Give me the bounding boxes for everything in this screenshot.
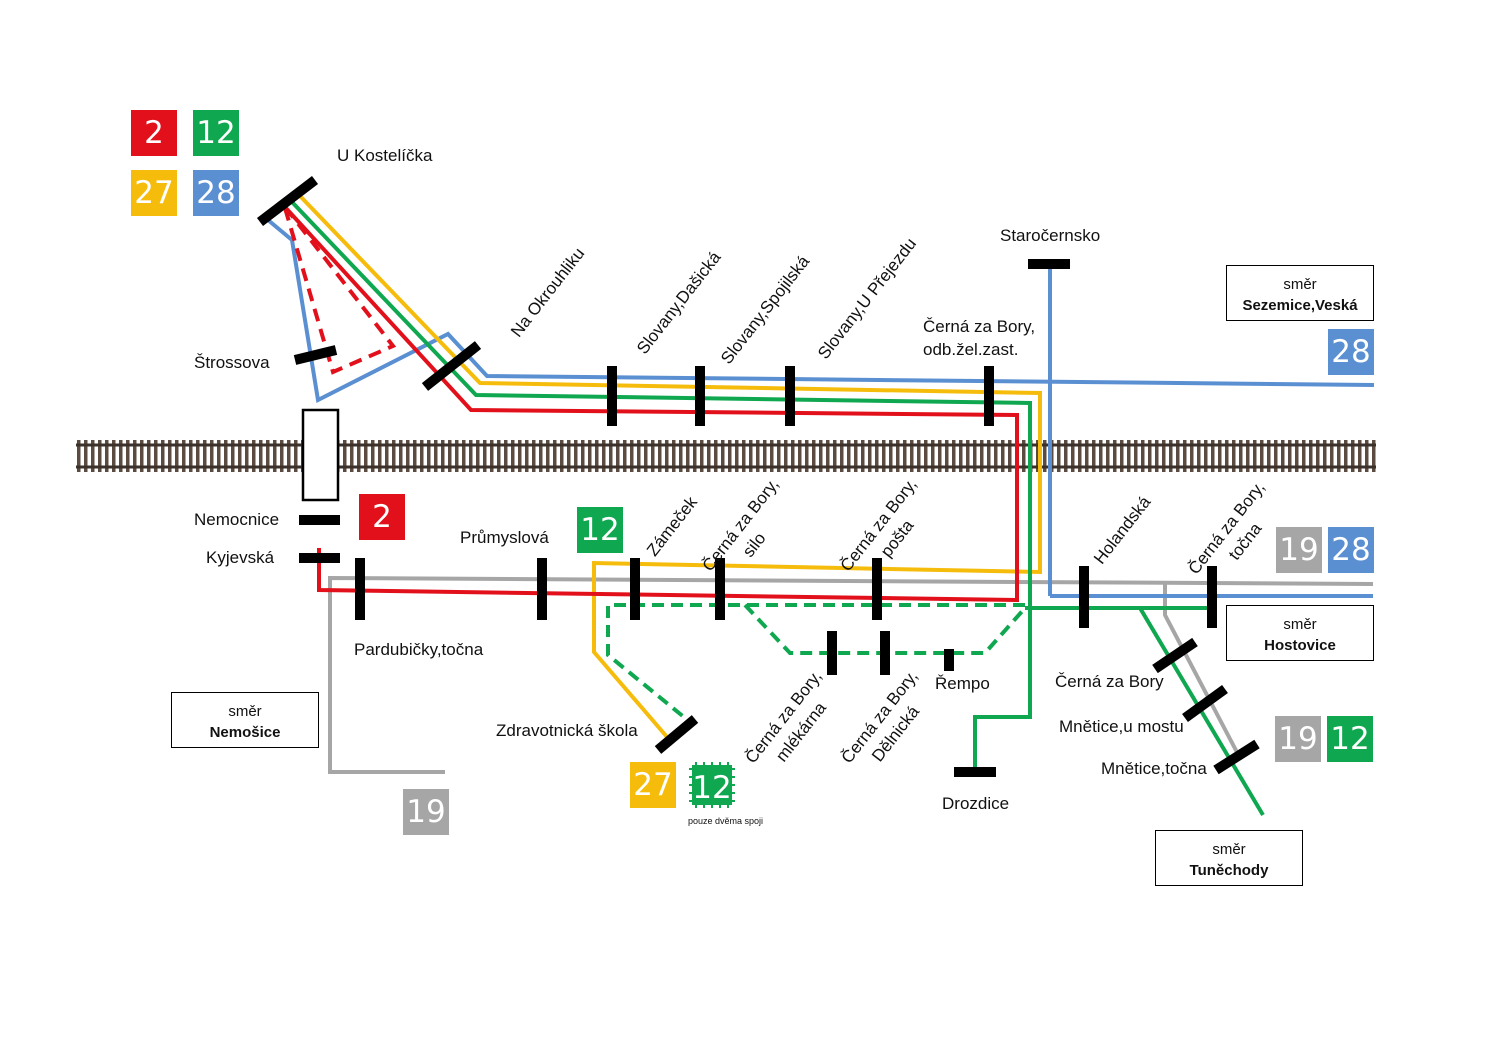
line-27-route [298, 194, 1042, 739]
direction-word: směr [1212, 841, 1246, 858]
direction-box-hostovice: směr Hostovice [1226, 605, 1374, 661]
stop-label-prumyslova: Průmyslová [460, 528, 549, 547]
railway-track [76, 440, 1376, 472]
stop-label-u-kostelicka: U Kostelíčka [337, 146, 433, 165]
stop-label-strossova: Štrossova [194, 353, 270, 372]
line-12-badge: 12 [193, 110, 239, 156]
stop-label-pardubicky-tocna: Pardubičky,točna [354, 640, 484, 659]
line-12-partial-badge: 12 [689, 762, 735, 808]
stop-label-zdravotnicka-skola: Zdravotnická škola [496, 721, 638, 740]
direction-name-nemosice: Nemošice [209, 724, 281, 741]
line-2-badge: 2 [131, 110, 177, 156]
direction-box-sezemice: směr Sezemice,Veská [1226, 265, 1374, 321]
line-19-badge-tunechody: 19 [1275, 716, 1321, 762]
line-28-badge-sezemice: 28 [1328, 329, 1374, 375]
line-2-loop-route [283, 207, 397, 375]
stop-marker-u-kostelicka [256, 176, 319, 226]
stop-label-mnetice-tocna: Mnětice,točna [1101, 759, 1207, 778]
line-2-badge-nemocnice: 2 [359, 494, 405, 540]
line-19-badge-hostovice: 19 [1276, 527, 1322, 573]
line-12-badge-prumyslova: 12 [577, 507, 623, 553]
line-19-badge-nemosice: 19 [403, 789, 449, 835]
direction-word: směr [1283, 616, 1317, 633]
stop-marker-cerna-za-bory [1152, 637, 1198, 674]
partial-service-note: pouze dvěma spoji [688, 816, 764, 826]
direction-word: směr [1283, 276, 1317, 293]
stop-label-cerna-za-bory: Černá za Bory [1055, 672, 1164, 691]
stop-label-starocernsko: Staročernsko [1000, 226, 1101, 245]
stop-label-nemocnice: Nemocnice [194, 510, 280, 529]
line-12-badge-tunechody: 12 [1327, 716, 1373, 762]
line-28-badge-hostovice: 28 [1328, 527, 1374, 573]
direction-word: směr [228, 703, 262, 720]
stop-label-kyjevska: Kyjevská [206, 548, 275, 567]
stop-marker-strossova [293, 345, 338, 365]
stop-markers [256, 176, 1260, 777]
line-28-badge: 28 [193, 170, 239, 216]
direction-name-hostovice: Hostovice [1264, 637, 1336, 654]
line-27-badge-zdravotnicka: 27 [630, 762, 676, 808]
stop-marker-na-okrouhliku [421, 341, 482, 391]
railway-bridge [301, 408, 340, 502]
stop-marker-mnetice-u-mostu [1182, 684, 1228, 723]
direction-name-sezemice: Sezemice,Veská [1242, 297, 1358, 314]
stop-marker-zdravotnicka-skola [654, 715, 699, 754]
direction-name-tunechody: Tuněchody [1189, 862, 1269, 879]
stop-label-drozdice: Drozdice [942, 794, 1010, 813]
stop-label-rempo: Řempo [935, 674, 990, 693]
direction-box-nemosice: směr Nemošice [171, 692, 319, 748]
stop-label-cerna-odb: Černá za Bory,odb.žel.zast. [923, 317, 1036, 359]
stop-marker-mnetice-tocna [1213, 739, 1260, 775]
direction-box-tunechody: směr Tuněchody [1155, 830, 1303, 886]
line-27-badge: 27 [131, 170, 177, 216]
stop-label-mnetice-u-mostu: Mnětice,u mostu [1059, 717, 1184, 736]
